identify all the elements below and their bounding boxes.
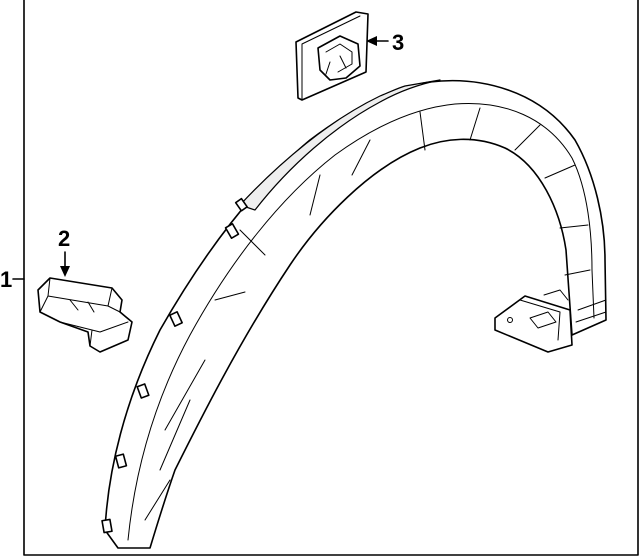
molding-clip-tabs [101,197,248,534]
molding-top-flange [239,79,441,211]
molding-rib-lines [214,107,591,301]
arrow-head-3 [366,36,377,46]
retainer-plate-edge [301,15,361,101]
bracket-hole [507,317,513,323]
molding-face-ridge [127,102,595,541]
clip-detail-lines [39,277,129,347]
retainer-clip-head [317,35,361,81]
arrow-head-2 [60,266,70,277]
callout-2: 2 [58,226,70,251]
retainer-clip-detail [325,43,353,75]
retaining-clip [37,277,133,353]
wheel-opening-molding [101,79,607,549]
clip-body [37,277,133,353]
callout-3: 3 [392,30,404,55]
callout-1: 1 [0,267,12,292]
fastener-retainer [295,11,369,101]
molding-end-bracket-detail [519,289,607,341]
molding-inner-edge [144,359,206,521]
diagram-frame [23,0,639,556]
